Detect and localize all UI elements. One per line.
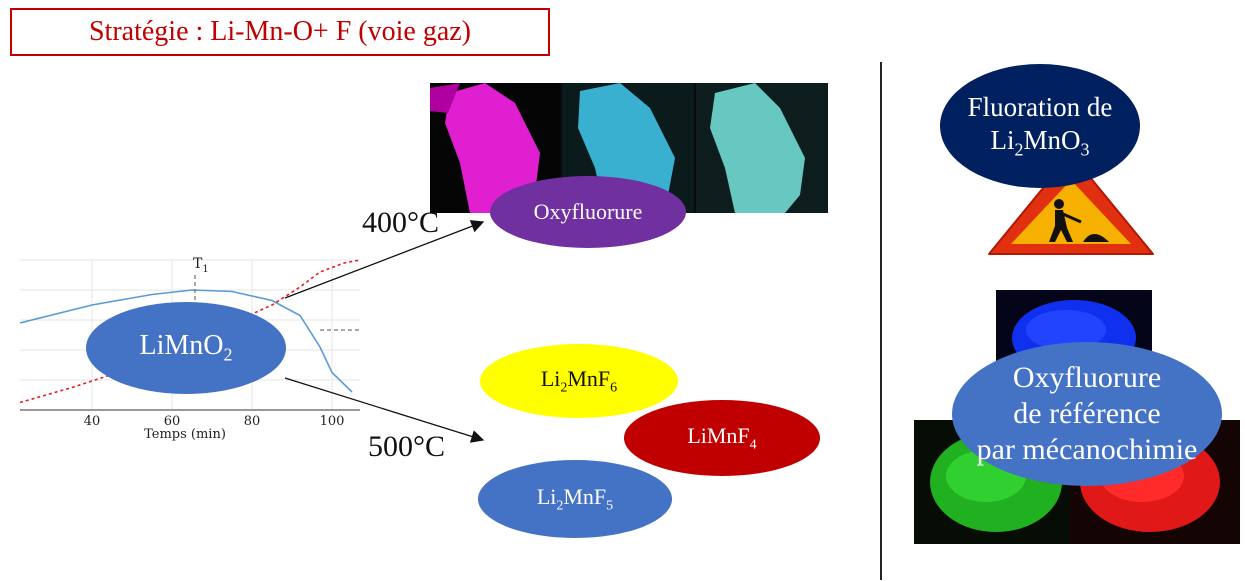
fluoration-node: Fluoration de Li2MnO3 <box>940 64 1140 188</box>
reference-node: Oxyfluorure de référence par mécanochimi… <box>952 342 1222 486</box>
x-tick-label: 40 <box>84 414 101 429</box>
limno2-node: LiMnO2 <box>86 302 286 394</box>
vertical-divider <box>880 62 882 580</box>
temperature-chart: 40 60 80 100 Temps (min) T1 <box>20 256 360 442</box>
t1-marker-label: T1 <box>193 256 209 275</box>
series-line-0 <box>20 289 353 393</box>
li2mnf6-node: Li2MnF6 <box>480 344 678 418</box>
li2mnf5-node: Li2MnF5 <box>478 460 672 538</box>
x-tick-label: 100 <box>320 414 345 429</box>
arrow-400 <box>284 220 485 299</box>
temperature-500: 500°C <box>368 430 446 463</box>
chart-ticks: 40 60 80 100 <box>84 414 345 429</box>
strategy-title: Stratégie : Li-Mn-O+ F (voie gaz) <box>10 8 550 56</box>
x-tick-label: 80 <box>244 414 261 429</box>
x-axis-label: Temps (min) <box>144 427 226 442</box>
roadworks-warning-icon <box>988 153 1154 255</box>
limnf4-node: LiMnF4 <box>624 400 820 476</box>
oxyfluorure-node: Oxyfluorure <box>490 176 686 248</box>
arrow-500 <box>284 377 485 443</box>
temperature-400: 400°C <box>362 206 440 239</box>
x-tick-label: 60 <box>164 414 181 429</box>
